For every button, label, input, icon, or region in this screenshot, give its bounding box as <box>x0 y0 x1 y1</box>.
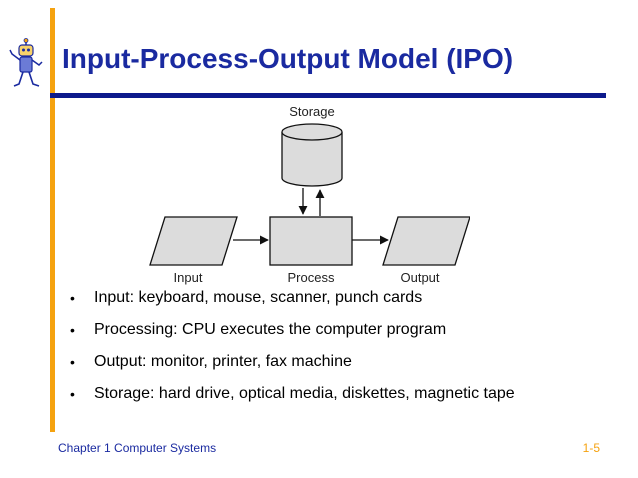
bullet-text: Processing: CPU executes the computer pr… <box>94 321 447 338</box>
title-underline <box>50 93 606 98</box>
bullet-item: • Storage: hard drive, optical media, di… <box>70 381 590 413</box>
bullet-item: • Processing: CPU executes the computer … <box>70 317 590 349</box>
bullet-item: • Output: monitor, printer, fax machine <box>70 349 590 381</box>
ipo-diagram: Storage Input Process Output <box>149 104 470 285</box>
output-label: Output <box>400 270 439 285</box>
storage-label: Storage <box>289 104 335 119</box>
bullet-text: Output: monitor, printer, fax machine <box>94 353 352 370</box>
slide-title: Input-Process-Output Model (IPO) <box>62 43 514 74</box>
bullet-marker: • <box>70 290 75 306</box>
bullet-text: Storage: hard drive, optical media, disk… <box>94 385 515 402</box>
cartoon-robot-figure-icon <box>9 38 43 87</box>
storage-cylinder <box>281 123 343 187</box>
bullet-item: • Input: keyboard, mouse, scanner, punch… <box>70 285 590 317</box>
footer-chapter: Chapter 1 Computer Systems <box>58 441 217 455</box>
input-shape <box>149 216 238 266</box>
output-shape <box>382 216 470 266</box>
bullet-marker: • <box>70 322 75 338</box>
process-shape <box>269 216 353 266</box>
footer-page-number: 1-5 <box>582 441 600 455</box>
bullet-marker: • <box>70 354 75 370</box>
bullet-text: Input: keyboard, mouse, scanner, punch c… <box>94 289 423 306</box>
process-label: Process <box>288 270 335 285</box>
bullet-list: • Input: keyboard, mouse, scanner, punch… <box>70 285 590 413</box>
input-label: Input <box>174 270 203 285</box>
bullet-marker: • <box>70 386 75 402</box>
accent-bar <box>50 8 55 432</box>
